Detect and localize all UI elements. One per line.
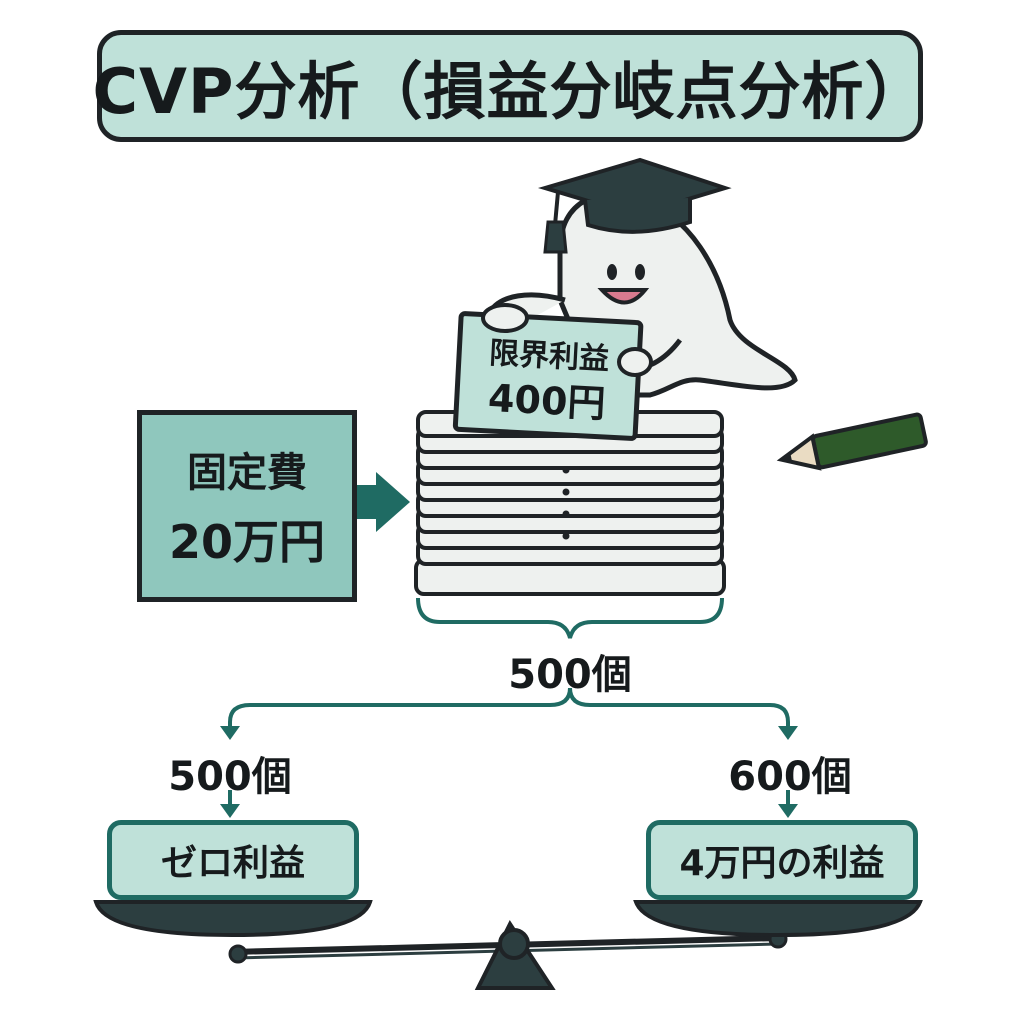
paper-stack <box>414 410 726 596</box>
fixed-cost-value: 20万円 <box>168 515 325 569</box>
graduation-cap-icon <box>537 157 732 254</box>
right-branch-count: 600個 <box>728 754 852 800</box>
marginal-profit-label: 限界利益 <box>488 336 610 377</box>
balance-scale-icon <box>93 900 923 990</box>
title-banner: CVP分析（損益分岐点分析） <box>93 30 926 142</box>
left-branch-count: 500個 <box>168 754 292 800</box>
arrow-down-icon <box>778 726 798 740</box>
pencil-icon <box>776 412 928 471</box>
arrow-down-icon <box>220 726 240 740</box>
arrow-down-icon <box>778 804 798 818</box>
count-brace <box>416 597 724 639</box>
profit-box: 4万円の利益 <box>646 820 918 900</box>
arrow-right-icon <box>357 472 410 532</box>
fixed-cost-label: 固定費 <box>187 450 307 496</box>
marginal-profit-card: 限界利益 400円 <box>452 311 644 441</box>
stack-count-label: 500個 <box>508 652 632 698</box>
arrow-down-icon <box>220 804 240 818</box>
branch-arrows <box>228 687 790 808</box>
marginal-profit-value: 400円 <box>487 376 606 426</box>
page-title: CVP分析（損益分岐点分析） <box>92 55 928 128</box>
fixed-cost-box: 固定費 20万円 <box>137 410 357 602</box>
zero-profit-box: ゼロ利益 <box>107 820 359 900</box>
